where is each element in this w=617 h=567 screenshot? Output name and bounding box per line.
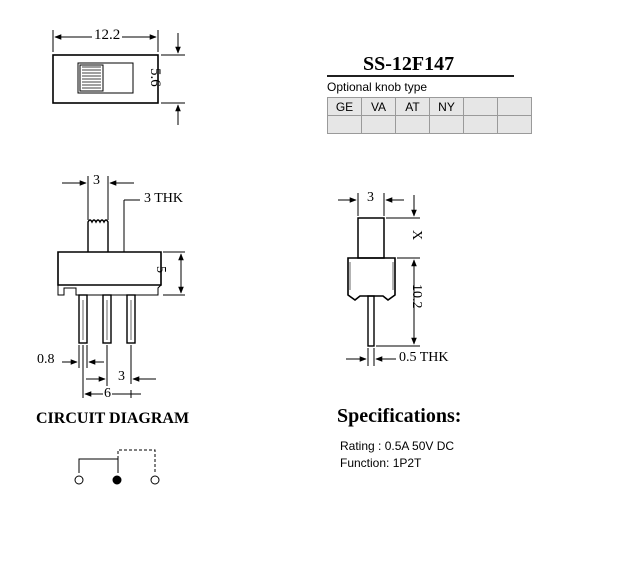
dim-front-pin-width: 0.8 <box>37 352 55 367</box>
dim-front-body-height: 5 <box>153 266 168 273</box>
circuit-link-dashed <box>117 449 156 473</box>
side-view <box>338 193 420 366</box>
dim-front-actuator-width: 3 <box>93 173 100 188</box>
spec-rating: Rating : 0.5A 50V DC <box>340 439 455 453</box>
specs-heading: Specifications: <box>337 405 462 427</box>
front-view <box>57 176 185 398</box>
side-frame <box>347 257 396 302</box>
front-pin-middle <box>102 294 112 344</box>
knob-caption: Optional knob type <box>327 80 428 94</box>
knob-type-table: GE VA AT NY <box>327 97 532 134</box>
dim-side-travel: X <box>409 230 424 241</box>
dim-top-height: 5.6 <box>147 68 163 87</box>
model-title: SS-12F147 <box>363 53 455 75</box>
knob-type-row: GE VA AT NY <box>327 97 532 116</box>
side-actuator <box>357 217 385 259</box>
side-pin <box>367 295 375 347</box>
knob-type-ge: GE <box>327 97 362 116</box>
dim-side-thickness: 0.5 THK <box>399 350 449 365</box>
top-view-knob-ridges <box>82 66 101 89</box>
top-view-body <box>52 54 159 104</box>
front-pin-left <box>78 294 88 344</box>
spec-function: Function: 1P2T <box>340 456 422 470</box>
dim-front-thickness: 3 THK <box>144 191 184 206</box>
dim-side-actuator-width: 3 <box>367 190 374 205</box>
top-view-slot <box>77 62 134 94</box>
circuit-terminal-left <box>74 475 84 485</box>
dim-front-pin-pitch: 3 <box>118 369 125 384</box>
circuit-link-solid <box>78 458 119 473</box>
knob-cell <box>361 115 396 134</box>
knob-cell <box>327 115 362 134</box>
knob-cell <box>429 115 464 134</box>
top-view <box>52 30 185 125</box>
knob-type-blank-1 <box>463 97 498 116</box>
front-pin-right <box>126 294 136 344</box>
dim-front-pin-span: 6 <box>103 386 112 402</box>
circuit-diagram <box>74 449 160 485</box>
knob-type-row-empty <box>327 115 532 134</box>
knob-cell <box>395 115 430 134</box>
front-body <box>57 251 162 286</box>
knob-type-at: AT <box>395 97 430 116</box>
knob-type-va: VA <box>361 97 396 116</box>
knob-type-ny: NY <box>429 97 464 116</box>
front-actuator <box>87 219 109 252</box>
knob-cell <box>463 115 498 134</box>
knob-cell <box>497 115 532 134</box>
top-view-knob <box>79 64 104 92</box>
dim-side-height: 10.2 <box>409 284 424 309</box>
knob-type-blank-2 <box>497 97 532 116</box>
circuit-heading: CIRCUIT DIAGRAM <box>36 410 190 427</box>
dim-top-length: 12.2 <box>92 27 123 44</box>
circuit-terminal-common <box>112 475 122 485</box>
circuit-terminal-right <box>150 475 160 485</box>
